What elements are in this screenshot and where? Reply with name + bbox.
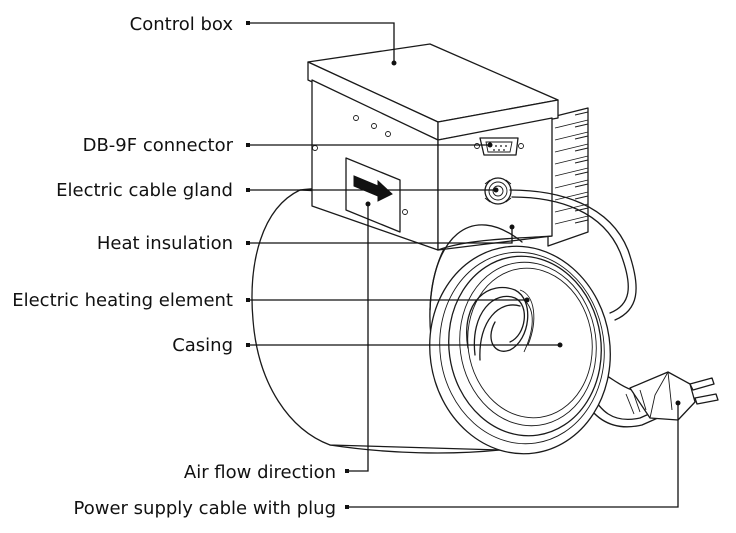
leader-lines bbox=[246, 21, 681, 509]
labels: Control box DB-9F connector Electric cab… bbox=[12, 14, 336, 519]
label-db9f-connector: DB-9F connector bbox=[83, 135, 234, 156]
label-power-cable: Power supply cable with plug bbox=[74, 498, 336, 519]
label-heating-element: Electric heating element bbox=[12, 290, 233, 311]
insulation-band bbox=[437, 235, 553, 251]
label-control-box: Control box bbox=[130, 14, 234, 35]
heater-illustration bbox=[251, 43, 719, 455]
label-casing: Casing bbox=[172, 335, 233, 356]
db9f-connector bbox=[474, 137, 524, 156]
power-plug bbox=[625, 371, 719, 421]
front-opening bbox=[429, 224, 611, 455]
heating-element-coils bbox=[466, 286, 535, 361]
label-cable-gland: Electric cable gland bbox=[56, 180, 233, 201]
air-flow-arrow-sticker bbox=[345, 157, 401, 233]
label-heat-insulation: Heat insulation bbox=[97, 233, 233, 254]
heat-sink bbox=[547, 107, 589, 247]
label-air-flow: Air flow direction bbox=[184, 462, 336, 483]
